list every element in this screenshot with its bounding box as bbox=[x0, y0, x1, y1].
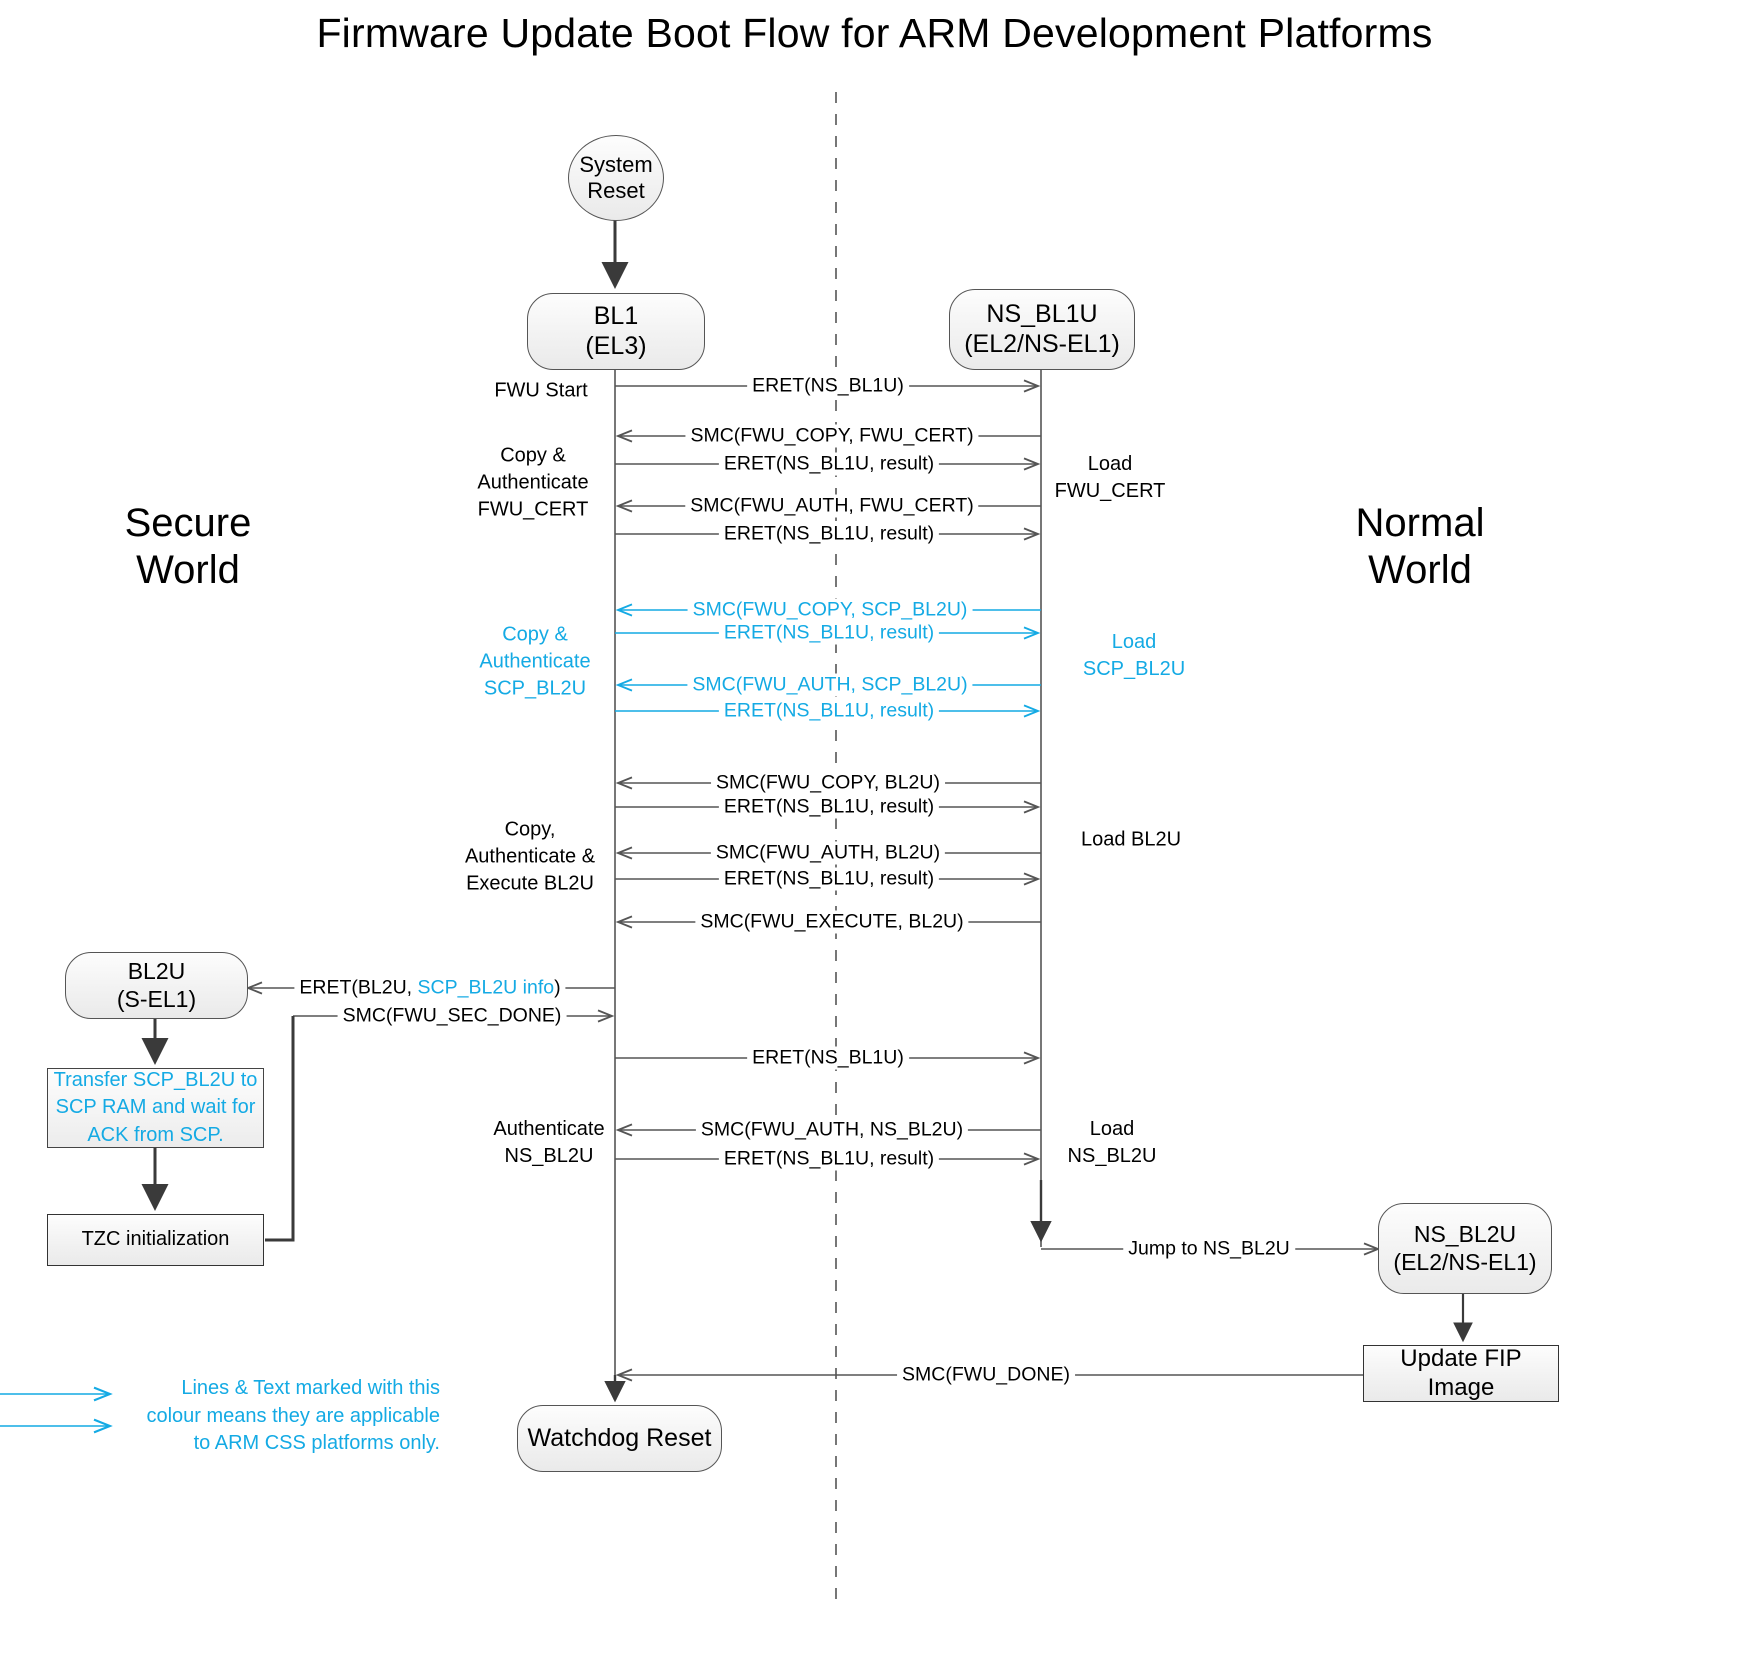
side-label-load-ns-bl2u: Load NS_BL2U bbox=[1067, 1118, 1157, 1167]
message-label-m16: SMC(FWU_SEC_DONE) bbox=[337, 1004, 567, 1028]
message-label-m14: SMC(FWU_EXECUTE, BL2U) bbox=[695, 910, 969, 934]
secure-world-label: Secure World bbox=[58, 500, 318, 594]
secure-world-line2: World bbox=[136, 548, 240, 593]
node-transfer-scp-bl2u[interactable]: Transfer SCP_BL2U to SCP RAM and wait fo… bbox=[47, 1068, 264, 1148]
node-tzc-initialization-label: TZC initialization bbox=[81, 1228, 230, 1251]
node-ns-bl2u-line1: NS_BL2U bbox=[1413, 1221, 1517, 1248]
message-label-m1: ERET(NS_BL1U) bbox=[747, 374, 909, 398]
message-label-m6: SMC(FWU_COPY, SCP_BL2U) bbox=[687, 598, 973, 622]
node-bl1-line1: BL1 bbox=[593, 302, 639, 330]
legend-note: Lines & Text marked with this colour mea… bbox=[120, 1375, 440, 1458]
node-system-reset-line2: Reset bbox=[587, 178, 645, 203]
elbow-tzc-to-secdone bbox=[265, 1016, 295, 1242]
message-label-m15-cyan: SCP_BL2U info bbox=[417, 976, 555, 999]
message-label-m5: ERET(NS_BL1U, result) bbox=[718, 522, 940, 546]
side-label-load-bl2u: Load BL2U bbox=[1080, 828, 1182, 851]
side-label-copy-auth-fwu-cert: Copy & Authenticate FWU_CERT bbox=[477, 444, 589, 521]
message-label-m20: Jump to NS_BL2U bbox=[1123, 1237, 1295, 1261]
message-label-m15-post: ) bbox=[554, 976, 561, 999]
message-label-m13: ERET(NS_BL1U, result) bbox=[718, 867, 940, 891]
node-bl2u[interactable]: BL2U (S-EL1) bbox=[65, 952, 248, 1019]
node-update-fip-image-label: Update FIP Image bbox=[1400, 1345, 1522, 1401]
node-system-reset-line1: System bbox=[579, 152, 653, 178]
message-label-m21: SMC(FWU_DONE) bbox=[897, 1363, 1075, 1387]
page-title: Firmware Update Boot Flow for ARM Develo… bbox=[316, 10, 1433, 56]
message-label-m17: ERET(NS_BL1U) bbox=[747, 1046, 909, 1070]
message-label-m12: SMC(FWU_AUTH, BL2U) bbox=[710, 841, 946, 865]
message-label-m19: ERET(NS_BL1U, result) bbox=[718, 1147, 940, 1171]
message-label-m11: ERET(NS_BL1U, result) bbox=[718, 795, 940, 819]
node-bl2u-line2: (S-EL1) bbox=[116, 985, 197, 1012]
node-bl1-line2: (EL3) bbox=[585, 331, 647, 360]
node-tzc-initialization[interactable]: TZC initialization bbox=[47, 1214, 264, 1266]
node-system-reset[interactable]: System Reset bbox=[568, 135, 664, 221]
normal-world-line2: World bbox=[1368, 548, 1472, 593]
side-label-load-scp-bl2u: Load SCP_BL2U bbox=[1082, 631, 1186, 680]
message-label-m10: SMC(FWU_COPY, BL2U) bbox=[711, 771, 945, 795]
node-ns-bl1u-line1: NS_BL1U bbox=[986, 300, 1098, 328]
message-label-m2: SMC(FWU_COPY, FWU_CERT) bbox=[685, 424, 979, 448]
side-label-copy-auth-exec-bl2u: Copy, Authenticate & Execute BL2U bbox=[464, 818, 596, 895]
side-label-authenticate-ns-bl2u: Authenticate NS_BL2U bbox=[493, 1118, 605, 1167]
message-label-m18: SMC(FWU_AUTH, NS_BL2U) bbox=[695, 1118, 969, 1142]
node-bl2u-line1: BL2U bbox=[127, 958, 186, 985]
message-label-m4: SMC(FWU_AUTH, FWU_CERT) bbox=[685, 494, 979, 518]
message-label-m15-pre: ERET(BL2U, bbox=[299, 976, 418, 999]
node-ns-bl1u-line2: (EL2/NS-EL1) bbox=[964, 329, 1120, 358]
node-watchdog-reset[interactable]: Watchdog Reset bbox=[517, 1405, 722, 1472]
node-transfer-scp-bl2u-label: Transfer SCP_BL2U to SCP RAM and wait fo… bbox=[53, 1069, 258, 1146]
node-update-fip-image[interactable]: Update FIP Image bbox=[1363, 1345, 1559, 1402]
secure-world-line1: Secure bbox=[124, 501, 252, 545]
side-label-copy-auth-scp-bl2u: Copy & Authenticate SCP_BL2U bbox=[479, 623, 591, 700]
message-label-m15: ERET(BL2U, SCP_BL2U info) bbox=[294, 976, 566, 1000]
legend-note-line2: colour means they are applicable bbox=[146, 1404, 440, 1427]
legend-note-line3: to ARM CSS platforms only. bbox=[193, 1432, 440, 1455]
message-label-m3: ERET(NS_BL1U, result) bbox=[718, 452, 940, 476]
normal-world-label: Normal World bbox=[1290, 500, 1550, 594]
message-label-m8: SMC(FWU_AUTH, SCP_BL2U) bbox=[687, 673, 973, 697]
side-label-fwu-start: FWU Start bbox=[494, 379, 588, 402]
legend-note-line1: Lines & Text marked with this bbox=[181, 1377, 440, 1399]
normal-world-line1: Normal bbox=[1355, 501, 1485, 545]
node-ns-bl2u-line2: (EL2/NS-EL1) bbox=[1393, 1248, 1537, 1275]
node-watchdog-reset-label: Watchdog Reset bbox=[527, 1423, 712, 1452]
node-bl1[interactable]: BL1 (EL3) bbox=[527, 293, 705, 370]
node-ns-bl1u[interactable]: NS_BL1U (EL2/NS-EL1) bbox=[949, 289, 1135, 370]
side-label-load-fwu-cert: Load FWU_CERT bbox=[1054, 453, 1166, 502]
message-label-m9: ERET(NS_BL1U, result) bbox=[718, 699, 940, 723]
message-label-m7: ERET(NS_BL1U, result) bbox=[718, 621, 940, 645]
node-ns-bl2u[interactable]: NS_BL2U (EL2/NS-EL1) bbox=[1378, 1203, 1552, 1294]
